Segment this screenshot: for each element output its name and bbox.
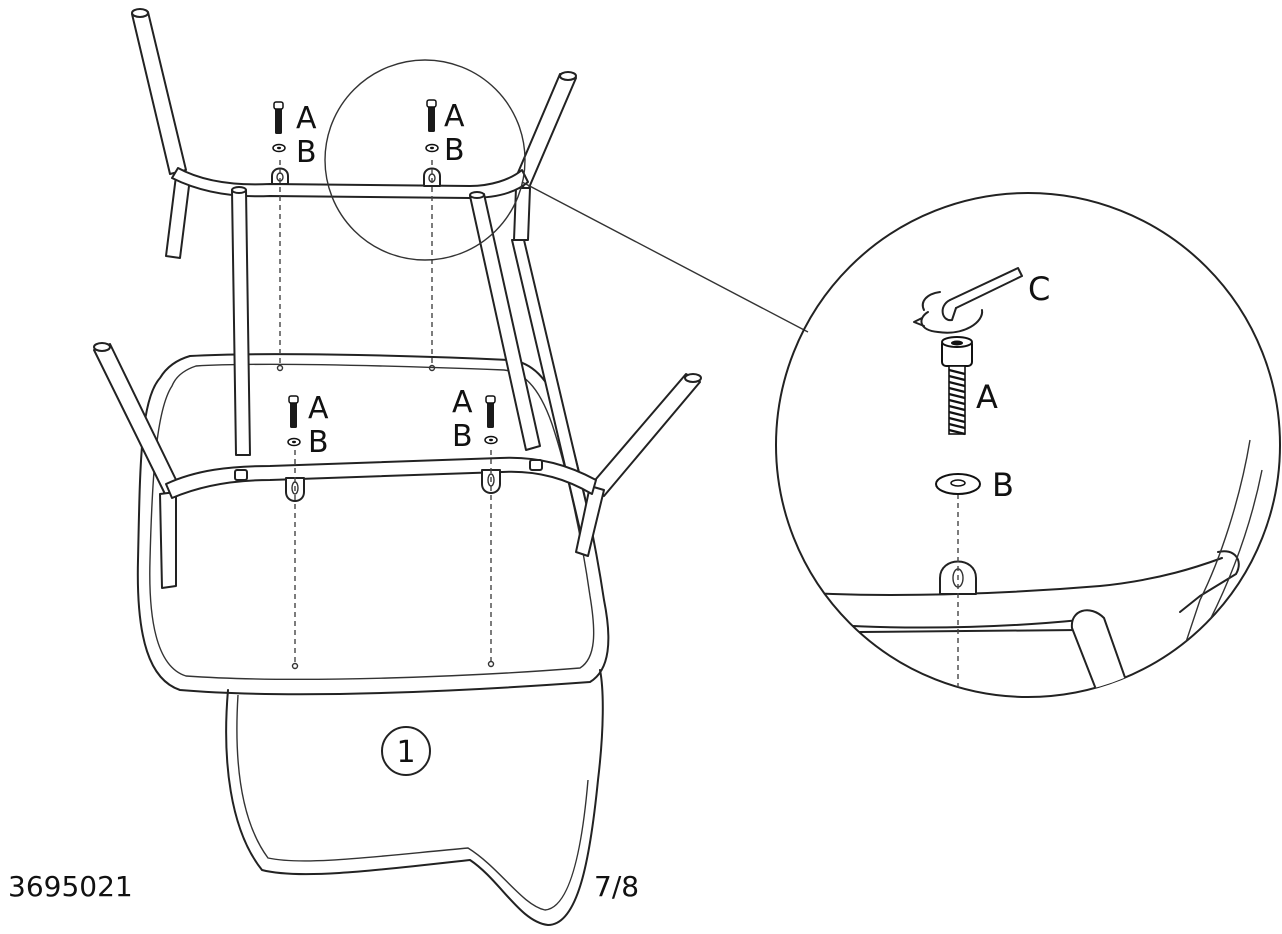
label-a: A	[452, 385, 473, 420]
label-c: C	[1028, 270, 1050, 308]
magnifier	[324, 59, 809, 333]
article-number: 3695021	[8, 870, 133, 903]
screw-icon	[941, 336, 973, 436]
fastener-bottom-left: A B	[287, 391, 329, 460]
detail-view: C A B	[775, 192, 1281, 698]
label-a: A	[296, 101, 317, 136]
guide-lines	[276, 160, 495, 670]
page-number: 7/8	[594, 870, 639, 903]
label-b: B	[992, 466, 1014, 504]
fastener-top-right: A B	[425, 99, 465, 168]
label-b: B	[296, 135, 317, 170]
screw-icon	[290, 398, 297, 428]
allen-key-icon	[913, 267, 1023, 334]
seat-shell	[136, 353, 610, 926]
screw-icon	[487, 398, 494, 428]
label-b: B	[452, 419, 473, 454]
label-a: A	[976, 378, 998, 416]
label-b: B	[444, 133, 465, 168]
step-indicator: 1	[381, 726, 431, 776]
label-a: A	[308, 391, 329, 426]
label-a: A	[444, 99, 465, 134]
step-number: 1	[396, 735, 415, 770]
screw-icon	[275, 104, 282, 134]
label-b: B	[308, 425, 329, 460]
chair-frame	[93, 8, 702, 589]
screw-icon	[428, 102, 435, 132]
fastener-top-left: A B	[272, 101, 317, 170]
mounting-lugs	[271, 167, 501, 502]
fastener-bottom-right: A B	[452, 385, 498, 454]
washer-icon	[935, 473, 981, 495]
